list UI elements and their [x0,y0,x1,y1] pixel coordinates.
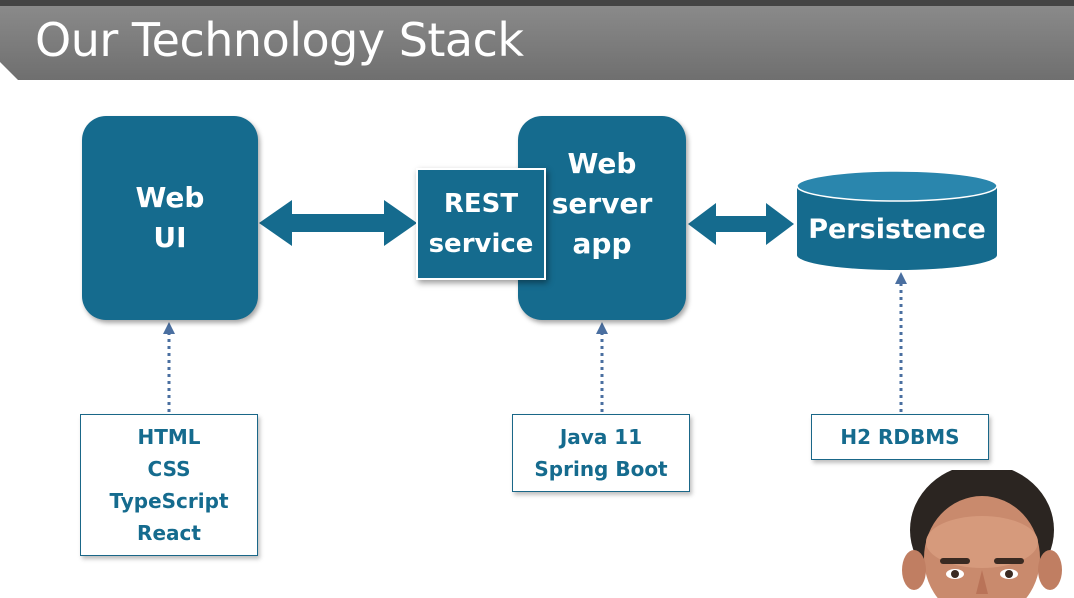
rest-service-label: REST service [428,189,534,259]
persistence-cylinder [796,170,998,270]
web-ui-block: Web UI [82,116,258,320]
arrowhead-persistence [895,272,907,284]
note-item: TypeScript [109,489,229,513]
note-item: CSS [147,457,191,481]
note-item: Java 11 [559,425,643,449]
title-bar [0,0,1074,80]
note-item: HTML [137,425,201,449]
presenter-figure [890,470,1074,598]
web-ui-label: Web UI [135,181,205,254]
arrowhead-server [596,322,608,334]
slide-title: Our Technology Stack [35,13,524,67]
web-server-app-block: Web server app [518,116,686,320]
bidirectional-arrow-ui-rest [259,200,417,246]
bidirectional-arrow-server-persistence [688,203,794,245]
presenter-video-icon [890,470,1074,598]
title-bar-edge [0,0,1074,6]
web-ui-tech-note: HTML CSS TypeScript React [80,414,258,556]
note-item: Spring Boot [534,457,668,481]
web-server-tech-note: Java 11 Spring Boot [512,414,690,492]
persistence-label: Persistence [808,214,986,245]
persistence-tech-note: H2 RDBMS [811,414,989,460]
note-item: React [137,521,201,545]
arrowhead-ui [163,322,175,334]
web-server-app-label: Web server app [551,147,653,260]
rest-service-block: REST service [416,168,546,280]
note-item: H2 RDBMS [840,425,960,449]
